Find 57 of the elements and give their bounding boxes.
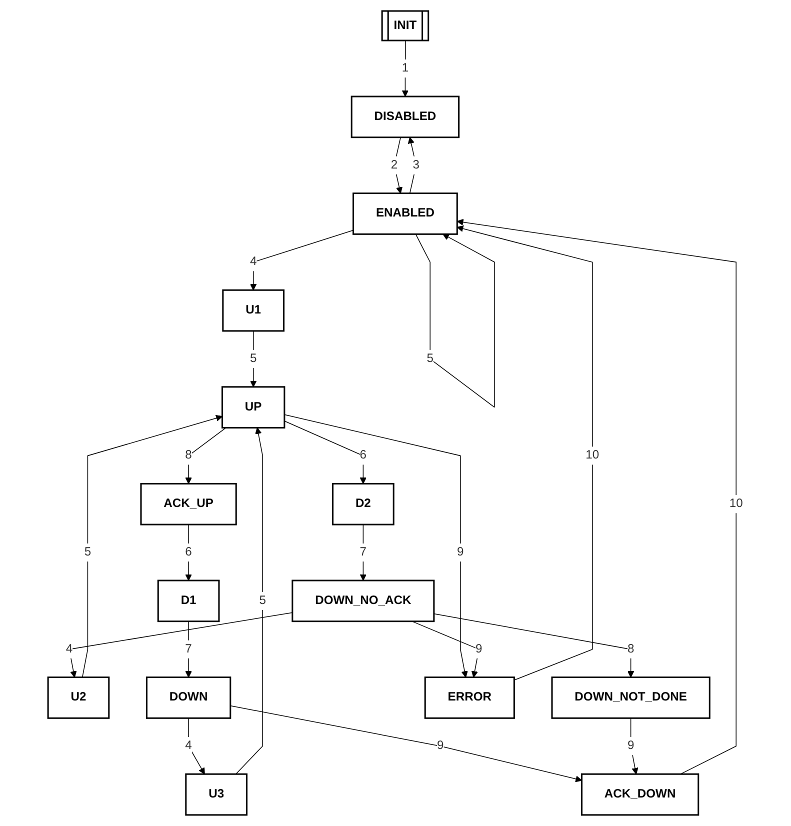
node-box: ACK_DOWN (581, 773, 700, 816)
arrow (185, 524, 192, 581)
edge-label: 4 (185, 739, 192, 752)
edge-label: 8 (185, 448, 192, 462)
arrow (250, 230, 354, 290)
edge-label: 5 (84, 546, 92, 559)
edge-label: 5 (259, 594, 266, 607)
edge-label: 3 (412, 158, 420, 172)
arrow (415, 234, 495, 408)
node-box: UP (222, 386, 286, 428)
node-box: U3 (185, 773, 248, 816)
node-box: D2 (332, 482, 394, 526)
edge-label: 9 (457, 546, 464, 559)
edge-label: 10 (729, 497, 743, 510)
arrow (68, 612, 293, 678)
arrow (412, 620, 480, 678)
arrow (630, 718, 638, 774)
edge-label: 4 (250, 255, 257, 268)
node-box: U2 (47, 676, 110, 719)
arrow (456, 225, 593, 681)
arrow (394, 136, 403, 194)
arrow (434, 613, 634, 678)
edge-label: 8 (627, 642, 634, 656)
edge-label: 5 (250, 352, 257, 365)
edge-label: 9 (437, 739, 444, 752)
arrow (402, 40, 409, 97)
node-box: ACK_UP (140, 482, 237, 526)
node-box: DOWN (146, 676, 232, 719)
edge-label: 5 (426, 352, 434, 365)
arrow (408, 137, 417, 194)
arrow (284, 414, 468, 678)
arrow (360, 524, 367, 581)
arrow (250, 330, 257, 388)
arrow (185, 427, 226, 484)
node-box: ENABLED (352, 192, 458, 235)
edge-label: 9 (476, 642, 482, 656)
arrow (230, 705, 582, 782)
node-box: U1 (222, 289, 285, 332)
edge-label: 6 (360, 448, 367, 462)
node-box: D1 (157, 580, 220, 622)
arrow (284, 420, 367, 484)
node-box: DISABLED (350, 96, 460, 138)
edge-label: 7 (185, 642, 192, 656)
edge-label: 1 (402, 62, 409, 75)
edge-label: 9 (627, 739, 634, 752)
arrow (456, 218, 737, 774)
edge-label: 7 (360, 546, 367, 559)
edge-label: 6 (185, 546, 192, 559)
arrow (82, 414, 223, 678)
edge-label: 4 (66, 642, 73, 656)
arrow (185, 620, 192, 678)
arrow (236, 427, 264, 774)
node-box: DOWN_NO_ACK (292, 580, 435, 622)
edge-label: 2 (390, 158, 398, 172)
node-box: DOWN_NOT_DONE (551, 676, 710, 719)
edge-label: 10 (586, 448, 600, 462)
node-box: ERROR (424, 676, 515, 719)
